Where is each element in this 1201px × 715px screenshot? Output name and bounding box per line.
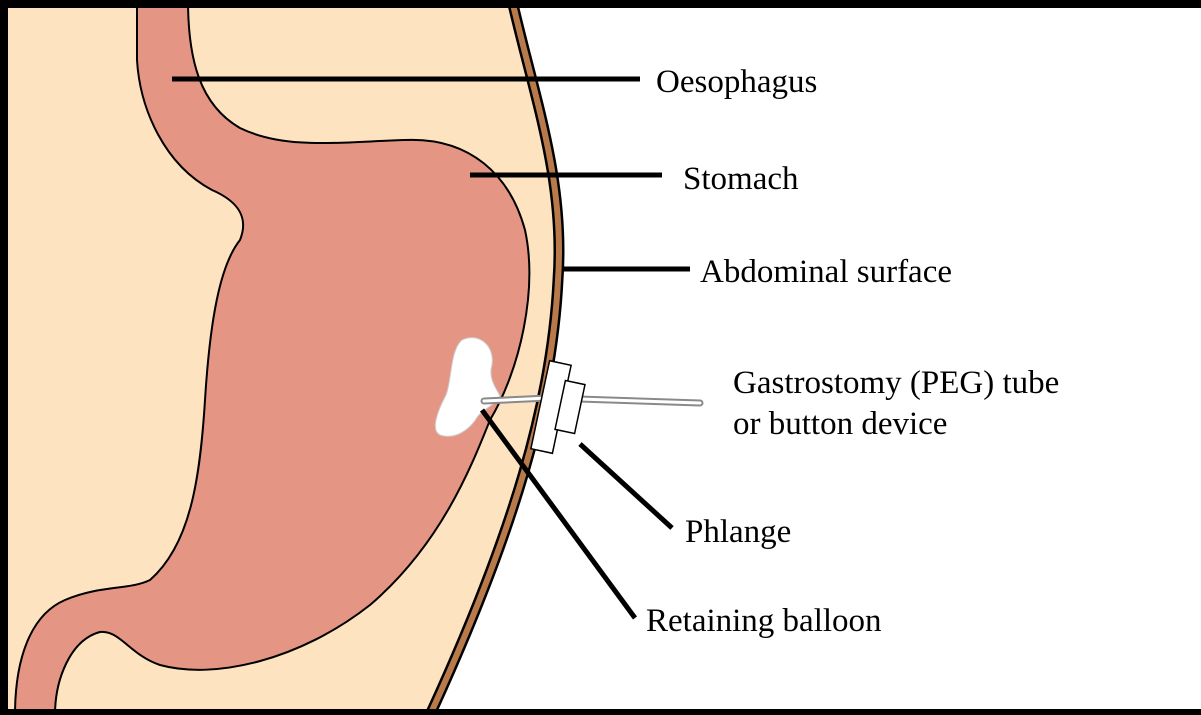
abdominal-surface-label: Abdominal surface [700, 253, 952, 291]
gastrostomy-label-line1: Gastrostomy (PEG) tube [733, 363, 1153, 404]
oesophagus-label: Oesophagus [656, 63, 817, 101]
phlange-leader-line [580, 444, 672, 528]
gastrostomy-tube-label: Gastrostomy (PEG) tube or button device [733, 363, 1153, 445]
stomach-label: Stomach [683, 160, 798, 198]
retaining-balloon-label: Retaining balloon [646, 602, 882, 640]
gastrostomy-label-line2: or button device [733, 404, 1153, 445]
phlange-label: Phlange [685, 513, 791, 551]
